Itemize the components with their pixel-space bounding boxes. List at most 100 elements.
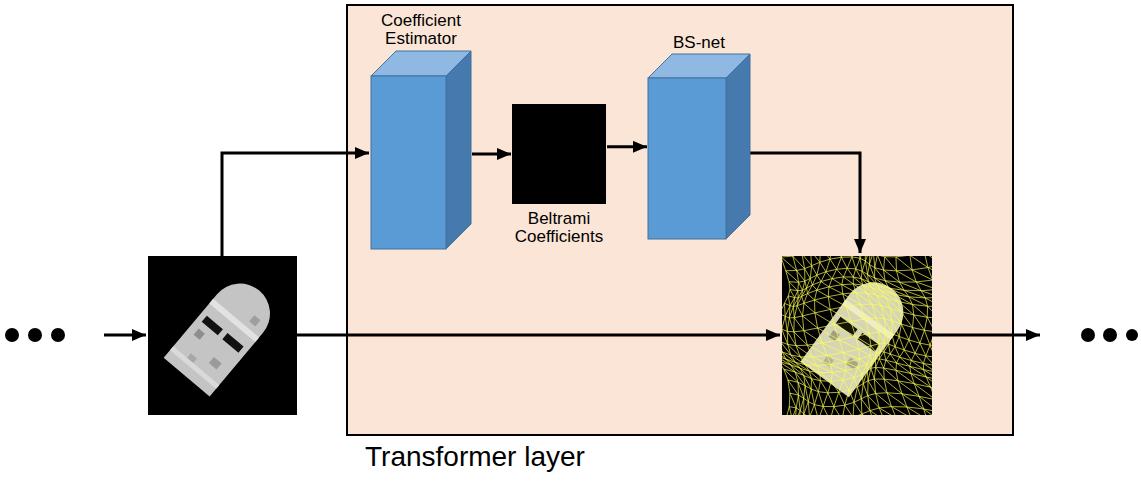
mesh-line (820, 262, 826, 272)
mesh-line (856, 256, 860, 258)
mesh-line (901, 312, 912, 328)
block-label: BS-net (648, 34, 750, 52)
mesh-line (834, 325, 855, 337)
mesh-line (928, 306, 932, 318)
mesh-line (872, 304, 885, 318)
mesh-line (868, 274, 877, 285)
block-shape (648, 54, 750, 239)
mesh-line (828, 393, 834, 407)
mesh-line (910, 366, 926, 377)
mesh-line (871, 361, 872, 368)
mesh-line (884, 319, 891, 334)
mesh-line (839, 340, 859, 349)
box-front-face (648, 78, 726, 239)
mesh-line (890, 354, 896, 363)
mesh-line (921, 291, 932, 298)
mesh-line (805, 281, 807, 288)
mesh-line (804, 303, 815, 313)
mesh-line (812, 379, 819, 392)
mesh-line (839, 392, 845, 405)
mesh-line (854, 378, 857, 388)
mesh-line (861, 256, 879, 415)
mesh-line (790, 393, 796, 408)
mesh-line (867, 293, 881, 306)
mesh-line (876, 318, 885, 332)
mesh-line (811, 389, 814, 405)
mesh-line (797, 298, 798, 306)
mesh-line (846, 362, 858, 367)
mesh-line (810, 256, 819, 262)
mesh-line (782, 356, 791, 365)
mesh-line (818, 392, 823, 407)
mesh-line (782, 257, 797, 271)
mesh-line (798, 395, 800, 411)
mesh-line (890, 308, 901, 324)
mesh-line (896, 257, 912, 270)
mesh-line (898, 381, 919, 397)
mesh-line (865, 319, 879, 332)
mesh-line (820, 373, 831, 382)
mesh-line (930, 345, 932, 357)
coefficient-square (512, 104, 606, 204)
flow-arrow (104, 334, 146, 337)
mesh-line (817, 290, 828, 297)
mesh-line (862, 414, 874, 415)
mesh-line (828, 297, 846, 307)
mesh-line (788, 380, 799, 395)
mesh-line (889, 344, 891, 354)
mesh-line (832, 279, 842, 285)
mesh-line (829, 287, 843, 294)
mesh-line (895, 347, 900, 357)
mesh-line (879, 359, 884, 368)
mesh-line (909, 340, 915, 353)
mesh-line (861, 399, 870, 411)
mesh-line (856, 293, 872, 305)
mesh-line (822, 343, 843, 353)
mesh-line (871, 346, 877, 353)
mesh-line (858, 368, 862, 375)
mesh-line (869, 264, 874, 277)
mesh-line (852, 257, 856, 269)
layer-frame: Transformer layerCoefficient EstimatorBe… (346, 4, 1014, 436)
mesh-line (794, 332, 807, 345)
mesh-line (860, 258, 862, 271)
mesh-line (877, 285, 894, 294)
mesh-line (820, 256, 830, 259)
mesh-line (886, 360, 896, 370)
output-image (772, 243, 952, 432)
mesh-line (870, 356, 872, 361)
mesh-line (925, 298, 932, 306)
flow-arrow (750, 153, 860, 253)
mesh-line (800, 368, 811, 378)
block-label: Beltrami Coefficients (486, 210, 632, 247)
mesh-line (867, 371, 869, 381)
mesh-line (870, 411, 884, 415)
mesh-line (794, 256, 812, 415)
mesh-line (830, 259, 837, 269)
mesh-line (803, 316, 818, 328)
box-front-face (371, 76, 446, 249)
mesh-line (860, 359, 867, 364)
mesh-line (889, 288, 909, 297)
flow-arrow (932, 334, 1040, 337)
mesh-line (795, 408, 797, 415)
mesh-line (856, 269, 861, 279)
mesh-line (793, 298, 794, 307)
mesh-line (785, 316, 787, 331)
mesh-line (910, 256, 928, 268)
mesh-line (854, 402, 862, 414)
mesh-line (879, 352, 880, 359)
mesh-line (820, 381, 827, 393)
mesh-line (873, 256, 874, 268)
ellipsis-left (5, 328, 65, 342)
mesh-line (881, 305, 892, 320)
mesh-line (782, 343, 932, 357)
mesh-line (843, 380, 849, 390)
mesh-line (896, 271, 916, 282)
mesh-line (793, 307, 795, 318)
mesh-line (912, 304, 927, 317)
mesh-line (874, 256, 892, 415)
mesh-line (787, 331, 796, 345)
mesh-line (832, 256, 841, 257)
